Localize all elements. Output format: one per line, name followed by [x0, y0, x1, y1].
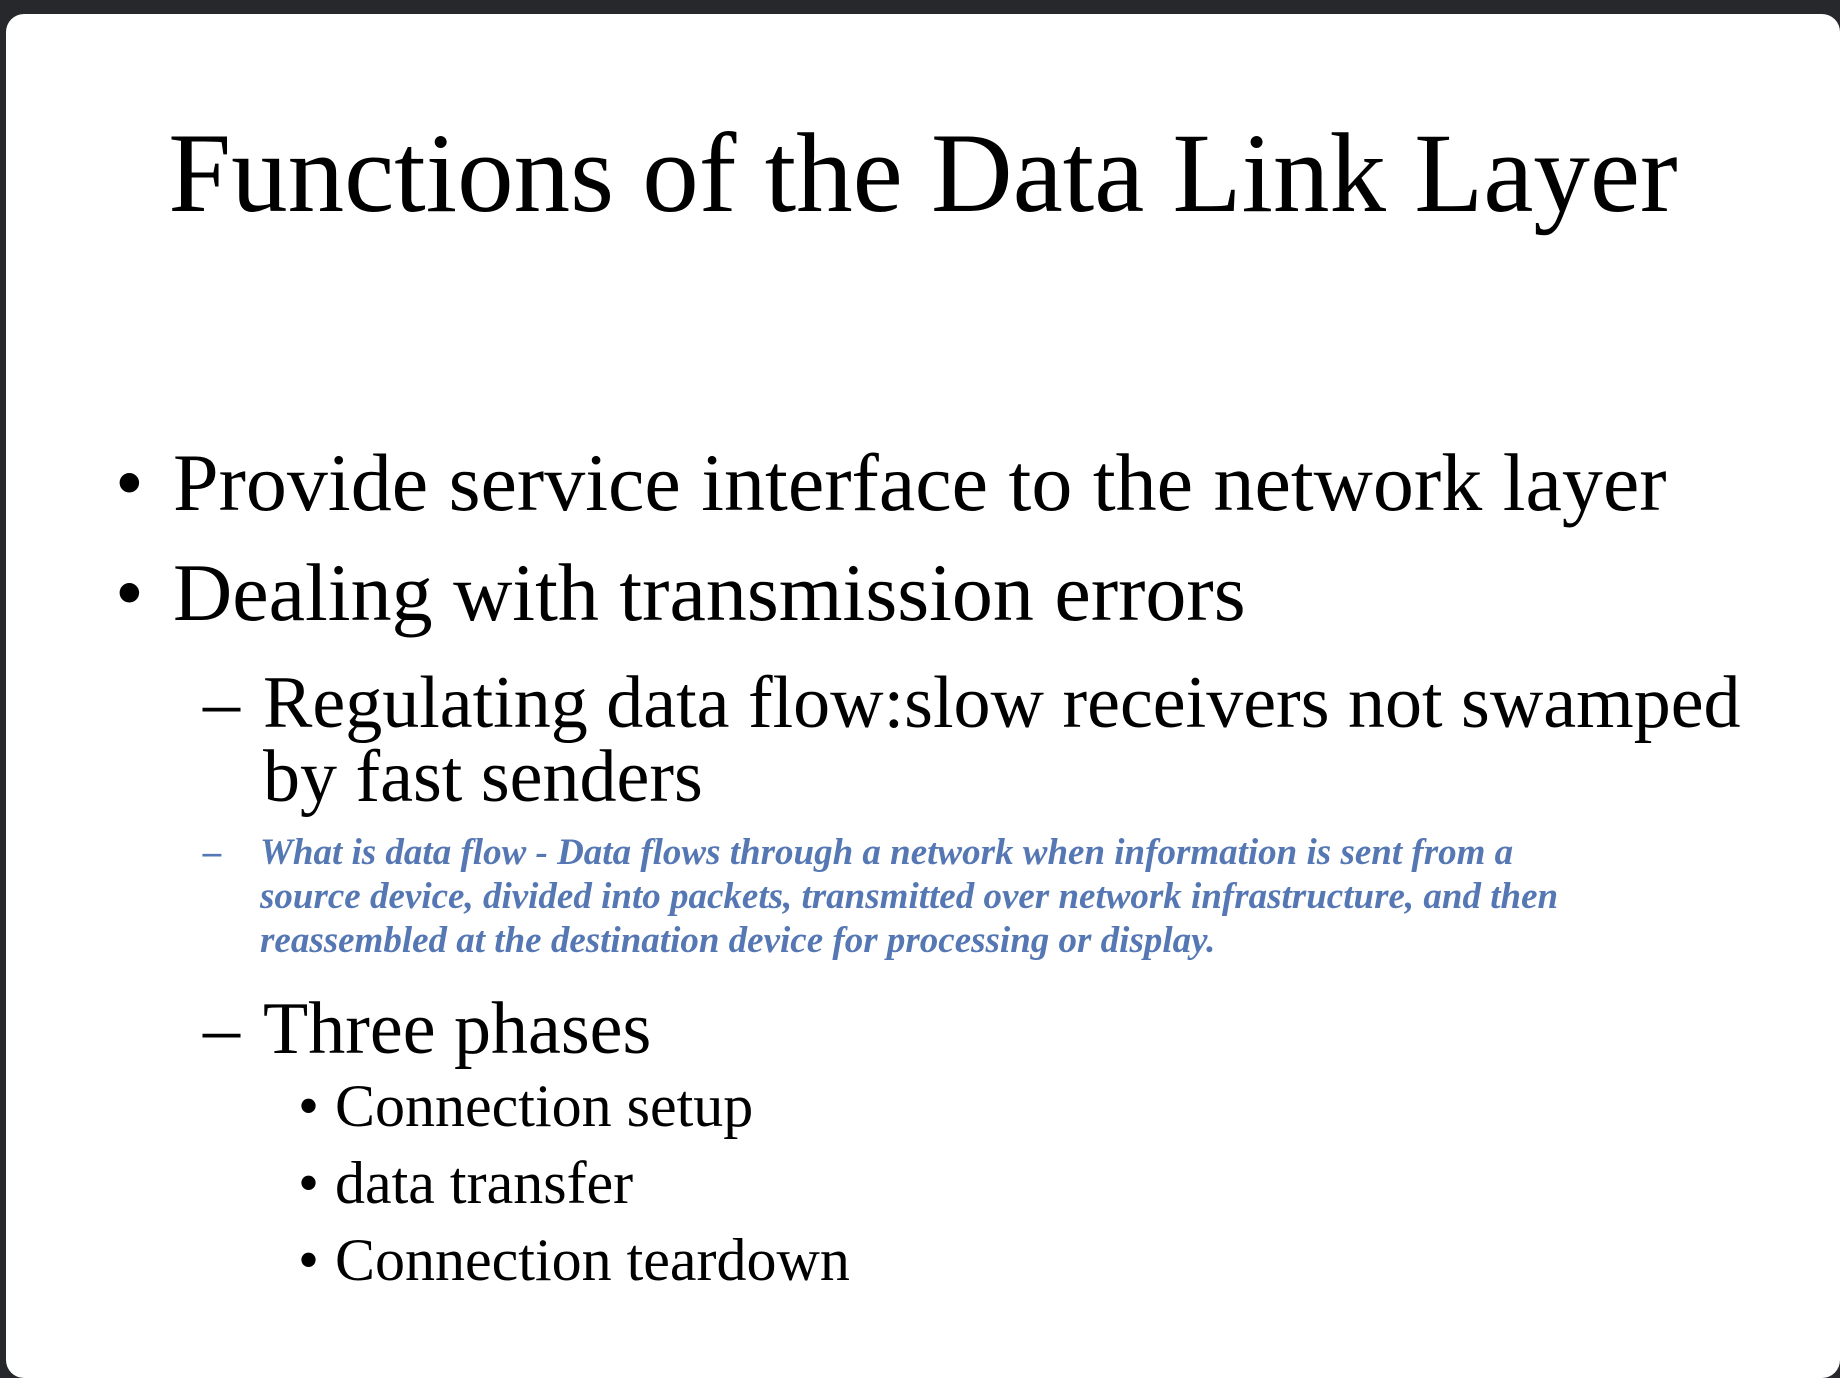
- sub-item-regulating-data-flow: – Regulating data flow:slow receivers no…: [203, 666, 1741, 814]
- note-what-is-data-flow: – What is data flow - Data flows through…: [203, 831, 1558, 963]
- sub-item-line: Regulating data flow:slow receivers not …: [263, 662, 1741, 744]
- bullet-item-data-transfer: • data transfer: [298, 1153, 633, 1213]
- bullet-icon: •: [115, 437, 144, 528]
- bullet-item-transmission-errors: • Dealing with transmission errors: [115, 552, 1246, 634]
- dash-icon: –: [203, 662, 240, 744]
- bullet-icon: •: [115, 547, 144, 638]
- bullet-item-connection-teardown: • Connection teardown: [298, 1230, 850, 1290]
- bullet-icon: •: [298, 1073, 320, 1139]
- sub-item-three-phases: – Three phases: [203, 992, 651, 1066]
- dash-icon: –: [203, 988, 240, 1070]
- slide-canvas: Functions of the Data Link Layer • Provi…: [6, 14, 1840, 1378]
- bullet-text: Connection teardown: [335, 1227, 850, 1293]
- bullet-text: Dealing with transmission errors: [173, 547, 1246, 638]
- sub-item-text: Three phases: [263, 988, 652, 1070]
- sub-item-text: Regulating data flow:slow receivers not …: [263, 666, 1741, 814]
- bullet-text: data transfer: [335, 1150, 634, 1216]
- note-line: reassembled at the destination device fo…: [260, 920, 1216, 961]
- note-line: source device, divided into packets, tra…: [260, 876, 1559, 917]
- bullet-text: Connection setup: [335, 1073, 754, 1139]
- dash-icon: –: [203, 832, 222, 873]
- bullet-item-provide-service: • Provide service interface to the netwo…: [115, 442, 1667, 524]
- sub-item-line: by fast senders: [263, 736, 703, 818]
- bullet-icon: •: [298, 1227, 320, 1293]
- note-line: What is data flow - Data flows through a…: [260, 832, 1514, 873]
- bullet-text: Provide service interface to the network…: [173, 437, 1667, 528]
- slide-title: Functions of the Data Link Layer: [168, 111, 1678, 236]
- bullet-icon: •: [298, 1150, 320, 1216]
- note-text: What is data flow - Data flows through a…: [260, 831, 1558, 963]
- bullet-item-connection-setup: • Connection setup: [298, 1076, 753, 1136]
